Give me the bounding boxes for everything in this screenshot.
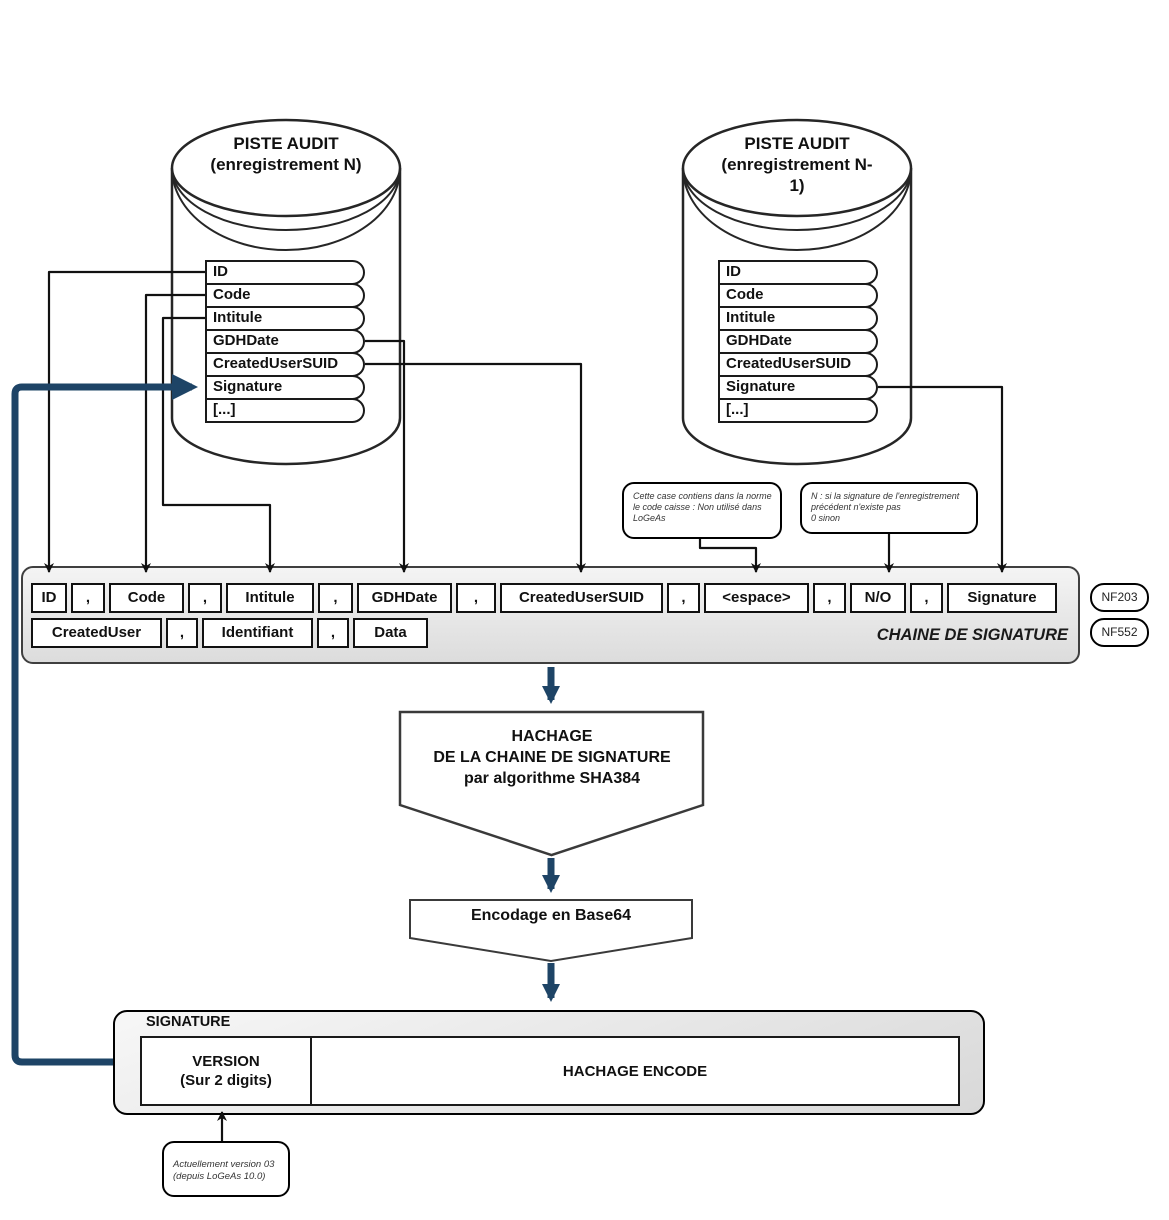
- chain-cell: <espace>: [704, 583, 809, 613]
- version-line: VERSION: [192, 1053, 260, 1070]
- title-line: 1): [789, 176, 805, 195]
- connector-createdusersuid: [365, 362, 586, 573]
- hash-step-text: HACHAGE DE LA CHAINE DE SIGNATURE par algo…: [402, 726, 702, 789]
- chain-row-1: ID,Code,Intitule,GDHDate,CreatedUserSUID…: [31, 583, 1057, 613]
- chain-cell: Identifiant: [202, 618, 313, 648]
- chain-cell: ,: [71, 583, 105, 613]
- field-pill: Code: [718, 283, 878, 308]
- chain-cell: ,: [667, 583, 700, 613]
- chain-cell: GDHDate: [357, 583, 452, 613]
- chain-box-label: CHAINE DE SIGNATURE: [876, 626, 1068, 644]
- chain-cell: ,: [166, 618, 198, 648]
- chain-cell: Code: [109, 583, 184, 613]
- chain-cell: ,: [910, 583, 943, 613]
- chain-cell: ,: [456, 583, 496, 613]
- title-line: PISTE AUDIT: [233, 134, 339, 153]
- connector-gdhdate: [365, 339, 409, 573]
- title-line: PISTE AUDIT: [744, 134, 850, 153]
- callout-line: Cette case contiens dans la norme le cod…: [633, 491, 772, 523]
- version-line: (Sur 2 digits): [180, 1072, 272, 1089]
- callout-n-o: N : si la signature de l'enregistrement …: [800, 482, 978, 534]
- chain-row-2: CreatedUser,Identifiant,Data: [31, 618, 428, 648]
- chain-cell: CreatedUser: [31, 618, 162, 648]
- field-pill: Signature: [718, 375, 878, 400]
- hash-step-line: HACHAGE: [511, 728, 593, 745]
- hash-step-line: par algorithme SHA384: [463, 770, 641, 787]
- version-cell: VERSION (Sur 2 digits): [142, 1038, 312, 1104]
- title-line: (enregistrement N): [210, 155, 362, 174]
- arrow-signature-feedback: [11, 374, 198, 1066]
- callout-line: Actuellement version 03: [173, 1158, 275, 1170]
- field-pill: Intitule: [718, 306, 878, 331]
- signature-result-inner: VERSION (Sur 2 digits) HACHAGE ENCODE: [140, 1036, 960, 1106]
- signature-chain-box: [21, 566, 1080, 664]
- cylinder-n-rim2: [171, 167, 401, 251]
- chain-cell: N/O: [850, 583, 906, 613]
- chain-cell: Data: [353, 618, 428, 648]
- chain-cell: Signature: [947, 583, 1057, 613]
- field-pill: GDHDate: [205, 329, 365, 354]
- encoded-hash-cell: HACHAGE ENCODE: [562, 1062, 708, 1080]
- norm-badge: NF203: [1090, 583, 1149, 612]
- callout-line: N : si la signature de l'enregistrement …: [811, 491, 960, 512]
- field-pill: Code: [205, 283, 365, 308]
- field-pill: ID: [718, 260, 878, 285]
- chain-cell: ,: [188, 583, 222, 613]
- connector-signature-n1: [878, 385, 1007, 573]
- callout-version: Actuellement version 03(depuis LoGeAs 10…: [162, 1141, 290, 1197]
- chain-cell: ,: [318, 583, 353, 613]
- signature-result-label: SIGNATURE: [146, 1014, 231, 1030]
- callout-code-caisse: Cette case contiens dans la norme le cod…: [622, 482, 782, 539]
- chain-cell: ID: [31, 583, 67, 613]
- field-pill: ID: [205, 260, 365, 285]
- hash-step-line: DE LA CHAINE DE SIGNATURE: [433, 749, 671, 766]
- field-pill: Signature: [205, 375, 365, 400]
- chain-cell: ,: [813, 583, 846, 613]
- chain-cell: CreatedUserSUID: [500, 583, 663, 613]
- field-pill: CreatedUserSUID: [718, 352, 878, 377]
- title-line: (enregistrement N-: [721, 155, 873, 174]
- chain-cell: Intitule: [226, 583, 314, 613]
- norm-badge: NF552: [1090, 618, 1149, 647]
- connector-code: [141, 293, 205, 573]
- field-pill: Intitule: [205, 306, 365, 331]
- callout-line: (depuis LoGeAs 10.0): [173, 1170, 266, 1182]
- field-pill: CreatedUserSUID: [205, 352, 365, 377]
- encode-step-text: Encodage en Base64: [470, 907, 632, 924]
- cylinder-n-title: PISTE AUDIT (enregistrement N): [176, 133, 396, 175]
- field-pill: GDHDate: [718, 329, 878, 354]
- field-pill: [...]: [205, 398, 365, 423]
- connector-id: [44, 270, 205, 573]
- cylinder-n-rim1: [171, 167, 401, 231]
- cylinder-n1-title: PISTE AUDIT (enregistrement N- 1): [687, 133, 907, 196]
- field-pill: [...]: [718, 398, 878, 423]
- chain-cell: ,: [317, 618, 349, 648]
- callout-line: 0 sinon: [811, 513, 841, 523]
